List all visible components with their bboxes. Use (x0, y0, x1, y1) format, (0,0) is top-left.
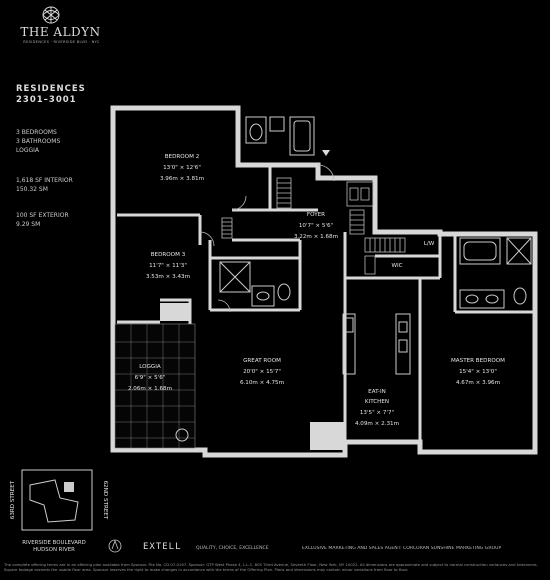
river-line2: HUDSON RIVER (33, 547, 75, 553)
master-m: 4.67m × 3.96m (456, 380, 500, 386)
brand-subtitle: RESIDENCES · RIVERSIDE BLVD · NYC (23, 40, 100, 44)
spec-exterior-sm: 9.29 SM (16, 221, 41, 228)
legal-disclaimer: The complete offering terms are in an of… (4, 562, 538, 572)
spec-interior-sm: 150.32 SM (16, 186, 48, 193)
spec-loggia: LOGGIA (16, 147, 40, 154)
bedroom2-ft: 13'0" × 12'6" (163, 165, 201, 171)
lw-label: L/W (424, 241, 435, 247)
foyer-m: 3.22m × 1.68m (294, 234, 338, 240)
great-room-m: 6.10m × 4.75m (240, 380, 284, 386)
wic-label: WIC (391, 263, 402, 269)
kitchen-m: 4.09m × 2.31m (355, 421, 399, 427)
bedroom2-m: 3.96m × 3.81m (160, 176, 204, 182)
foyer-ft: 10'7" × 5'6" (299, 223, 334, 229)
spec-exterior-sf: 100 SF EXTERIOR (16, 212, 69, 219)
residence-title: RESIDENCES (16, 84, 86, 94)
kitchen-ft: 13'5" × 7'7" (360, 410, 395, 416)
bedroom3-name: BEDROOM 3 (151, 252, 186, 258)
kitchen-label-a: EAT-IN (368, 389, 386, 395)
bedroom2-name: BEDROOM 2 (165, 154, 200, 160)
developer-logo: EXTELL (143, 542, 182, 552)
loggia-name: LOGGIA (139, 364, 161, 370)
foyer-name: FOYER (307, 212, 325, 218)
aldyn-logo-icon (42, 6, 60, 24)
developer-tagline: QUALITY, CHOICE, EXCELLENCE (196, 546, 269, 551)
river-label: RIVERSIDE BOULEVARD HUDSON RIVER (4, 540, 104, 554)
brand-name: THE ALDYN (20, 25, 101, 39)
great-room-name: GREAT ROOM (243, 358, 281, 364)
master-name: MASTER BEDROOM (451, 358, 505, 364)
master-ft: 15'4" × 13'0" (459, 369, 497, 375)
spec-bedrooms: 3 BEDROOMS (16, 129, 57, 136)
loggia-m: 2.06m × 1.68m (128, 386, 172, 392)
spec-interior-sf: 1,618 SF INTERIOR (16, 177, 73, 184)
marketing-agent: EXCLUSIVE MARKETING AND SALES AGENT: COR… (302, 546, 502, 551)
street-right: 62ND STREET (102, 481, 108, 520)
residence-units: 2301–3001 (16, 95, 77, 105)
spec-bathrooms: 3 BATHROOMS (16, 138, 61, 145)
kitchen-label-b: KITCHEN (365, 399, 389, 405)
bedroom3-m: 3.53m × 3.43m (146, 274, 190, 280)
great-room-ft: 20'0" × 15'7" (243, 369, 281, 375)
street-left: 63RD STREET (10, 480, 16, 519)
river-line1: RIVERSIDE BOULEVARD (22, 540, 86, 546)
bedroom3-ft: 11'7" × 11'3" (149, 263, 187, 269)
loggia-ft: 6'9" × 5'6" (135, 375, 166, 381)
